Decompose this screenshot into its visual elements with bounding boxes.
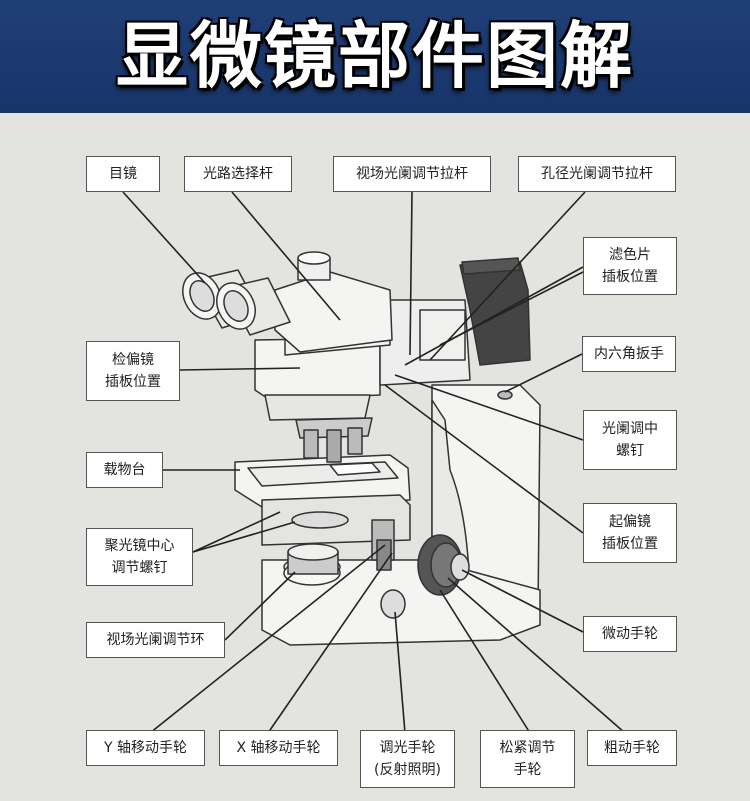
label-field-diaphragm-lever: 视场光阑调节拉杆	[333, 156, 491, 192]
label-hex-wrench: 内六角扳手	[582, 336, 676, 372]
label-coarse-focus-knob: 粗动手轮	[587, 730, 677, 766]
label-analyzer-slot: 检偏镜 插板位置	[86, 341, 180, 401]
label-x-axis-knob: X 轴移动手轮	[219, 730, 338, 766]
title-banner: 显微镜部件图解	[0, 0, 750, 113]
label-aperture-diaphragm-lever: 孔径光阑调节拉杆	[518, 156, 676, 192]
label-light-path-lever: 光路选择杆	[184, 156, 292, 192]
label-diaphragm-centering-screw: 光阑调中 螺钉	[583, 410, 677, 470]
label-eyepiece: 目镜	[86, 156, 160, 192]
label-polarizer-slot: 起偏镜 插板位置	[583, 503, 677, 563]
label-fine-focus-knob: 微动手轮	[583, 616, 677, 652]
label-y-axis-knob: Y 轴移动手轮	[86, 730, 205, 766]
label-tension-knob: 松紧调节 手轮	[480, 730, 575, 788]
leader-lines	[122, 191, 626, 734]
label-filter-slot: 滤色片 插板位置	[583, 237, 677, 295]
page-title: 显微镜部件图解	[115, 14, 634, 98]
label-field-diaphragm-ring: 视场光阑调节环	[86, 622, 225, 658]
label-stage: 载物台	[86, 452, 163, 488]
label-condenser-centering-screw: 聚光镜中心 调节螺钉	[86, 528, 193, 586]
light-adjust-knob-shape	[380, 589, 406, 619]
label-light-adjust-knob: 调光手轮 (反射照明)	[360, 730, 455, 788]
